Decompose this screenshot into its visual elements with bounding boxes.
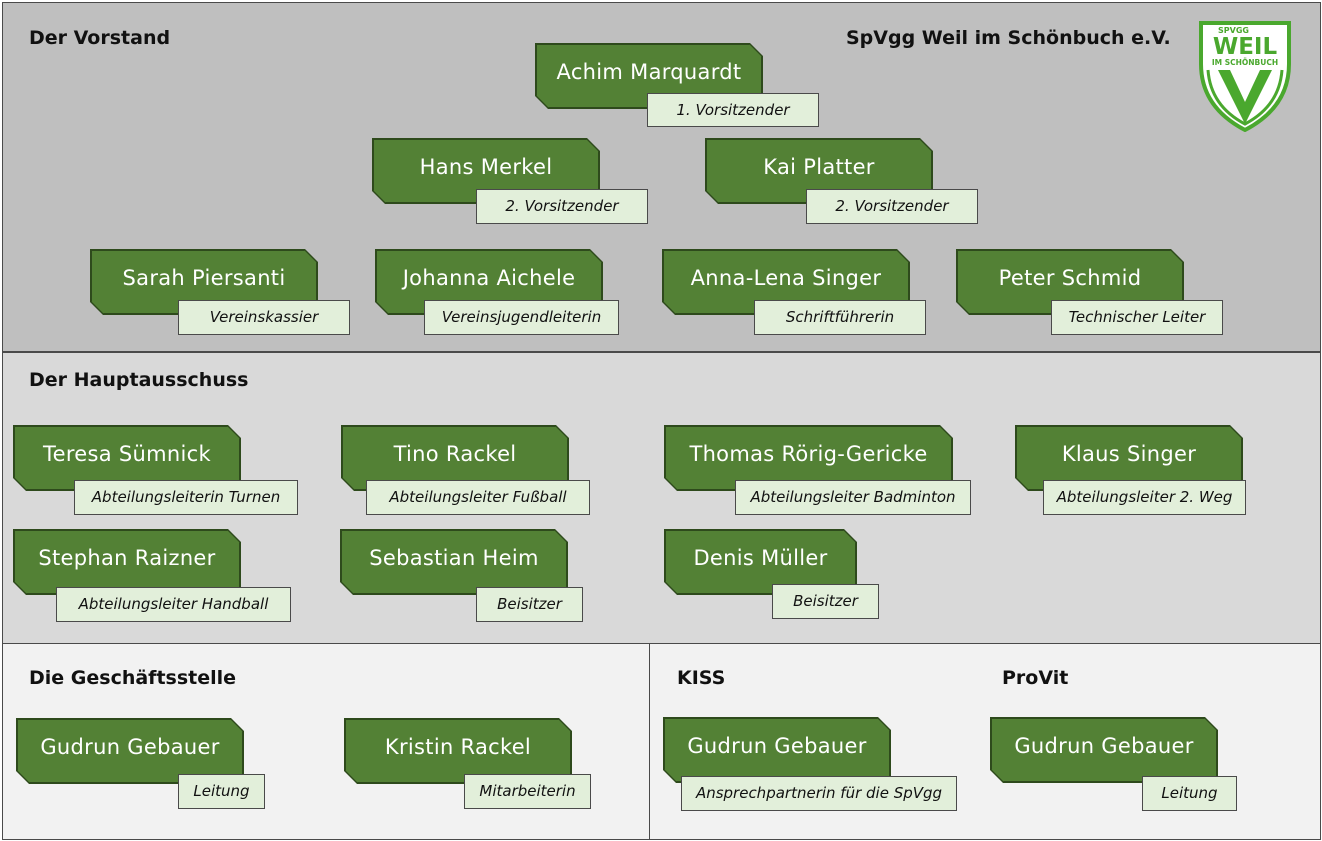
person-name-raizner: Stephan Raizner — [14, 530, 240, 594]
person-role-platter: 2. Vorsitzender — [806, 189, 978, 224]
person-role-marquardt: 1. Vorsitzender — [647, 93, 819, 127]
person-role-mueller: Beisitzer — [772, 584, 879, 619]
person-name-mueller: Denis Müller — [665, 530, 856, 594]
club-logo: SPVGG WEIL IM SCHÖNBUCH — [1199, 21, 1291, 132]
person-name-singer-k: Klaus Singer — [1016, 426, 1242, 490]
logo-inner-shape — [1206, 69, 1284, 126]
person-name-gebauer-gs: Gudrun Gebauer — [17, 719, 243, 783]
club-name: SpVgg Weil im Schönbuch e.V. — [846, 27, 1171, 49]
logo-v-shape — [1218, 70, 1272, 124]
person-name-heim: Sebastian Heim — [341, 530, 567, 594]
person-role-rackel-t: Abteilungsleiter Fußball — [366, 480, 590, 515]
logo-shield-shape — [1199, 21, 1291, 132]
person-role-aichele: Vereinsjugendleiterin — [424, 300, 619, 335]
person-role-gebauer-provit: Leitung — [1142, 776, 1237, 811]
logo-top-text: SPVGG — [1218, 26, 1249, 35]
person-role-heim: Beisitzer — [476, 587, 583, 622]
person-name-gebauer-provit: Gudrun Gebauer — [991, 718, 1217, 782]
logo-sub-text: IM SCHÖNBUCH — [1212, 58, 1278, 67]
kiss-title: KISS — [677, 667, 726, 689]
person-role-rackel-k: Mitarbeiterin — [464, 774, 591, 809]
person-name-rackel-k: Kristin Rackel — [345, 719, 571, 783]
person-role-raizner: Abteilungsleiter Handball — [56, 587, 291, 622]
person-role-singer-k: Abteilungsleiter 2. Weg — [1043, 480, 1246, 515]
person-name-suemnick: Teresa Sümnick — [14, 426, 240, 490]
person-name-gebauer-kiss: Gudrun Gebauer — [664, 718, 890, 782]
person-role-merkel: 2. Vorsitzender — [476, 189, 648, 224]
person-role-gebauer-gs: Leitung — [178, 774, 265, 809]
person-role-schmid: Technischer Leiter — [1051, 300, 1223, 335]
person-name-rackel-t: Tino Rackel — [342, 426, 568, 490]
person-role-singer-al: Schriftführerin — [754, 300, 926, 335]
vorstand-title: Der Vorstand — [29, 27, 171, 49]
person-role-suemnick: Abteilungsleiterin Turnen — [74, 480, 298, 515]
provit-title: ProVit — [1002, 667, 1069, 689]
person-role-piersanti: Vereinskassier — [178, 300, 350, 335]
person-role-roerig: Abteilungsleiter Badminton — [735, 480, 971, 515]
hauptausschuss-title: Der Hauptausschuss — [29, 369, 249, 391]
logo-main-text: WEIL — [1213, 34, 1278, 60]
geschaeftsstelle-title: Die Geschäftsstelle — [29, 667, 237, 689]
person-role-gebauer-kiss: Ansprechpartnerin für die SpVgg — [681, 776, 957, 811]
